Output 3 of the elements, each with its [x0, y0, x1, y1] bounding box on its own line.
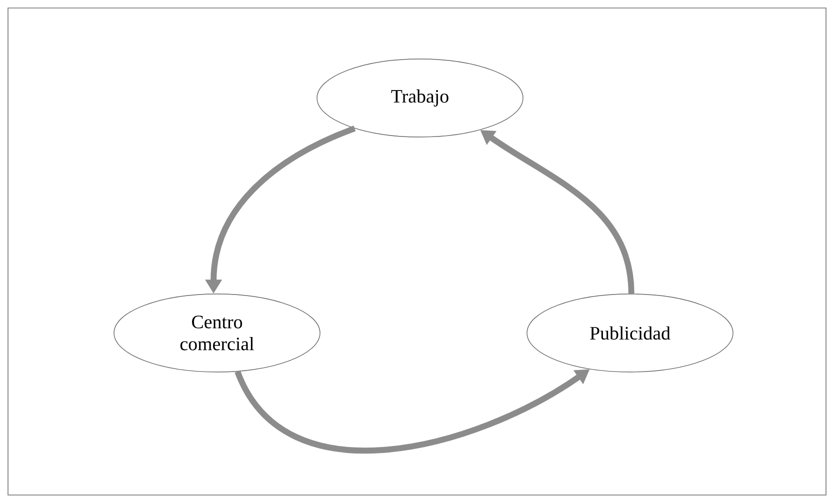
ellipse-node: Publicidad: [526, 294, 734, 372]
ellipse-node: Centro comercial: [114, 294, 320, 372]
ellipse-node: Trabajo: [316, 58, 524, 138]
